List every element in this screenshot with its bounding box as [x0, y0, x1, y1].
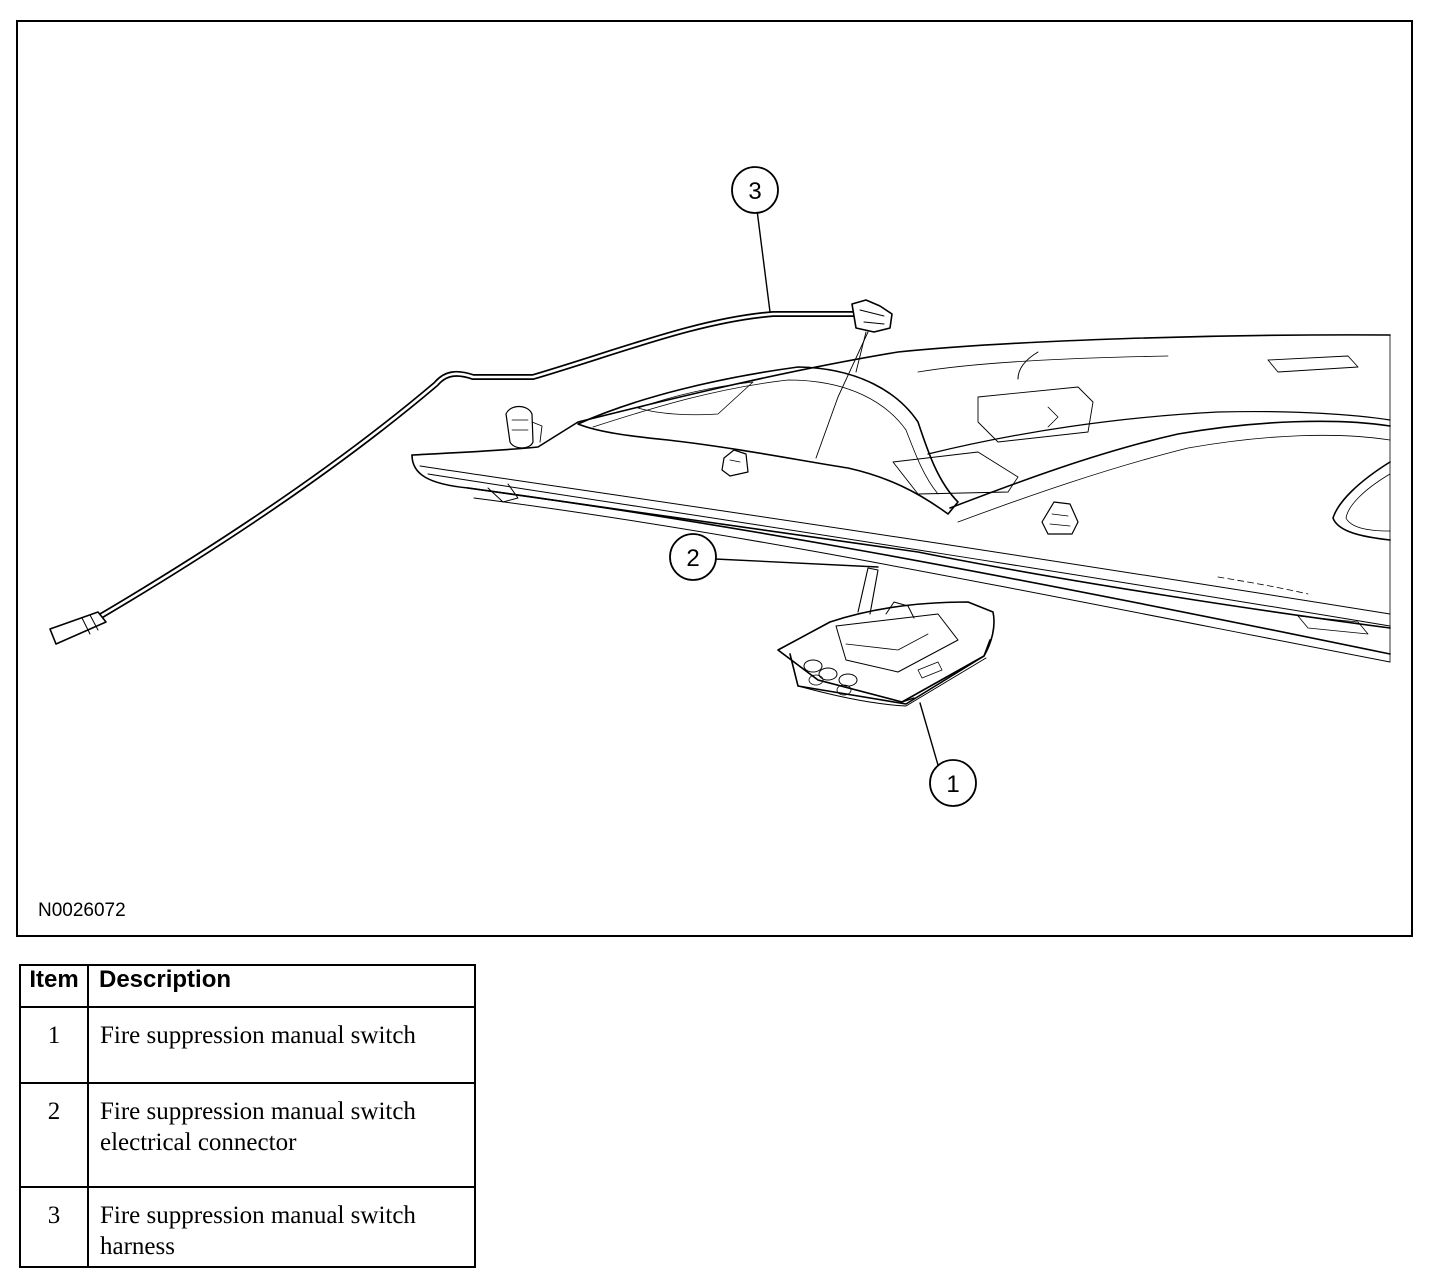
headliner-panel — [411, 334, 1391, 663]
legend-item-number: 3 — [19, 1186, 89, 1268]
legend-item-description: Fire suppression manual switch — [87, 1006, 476, 1084]
diagram-frame: 3 2 1 N0026072 — [16, 20, 1413, 937]
legend-item-description: Fire suppression manual switch harness — [87, 1186, 476, 1268]
legend-header-description: Description — [87, 964, 476, 1008]
headliner-diagram: 3 2 1 — [49, 166, 1391, 807]
switch-console — [777, 567, 995, 707]
legend-item-number: 1 — [19, 1006, 89, 1084]
table-row: 2 Fire suppression manual switch electri… — [19, 1082, 476, 1188]
callout-circle-1 — [929, 759, 977, 807]
retainer-clip-center — [721, 449, 749, 477]
legend-table: Item Description 1 Fire suppression manu… — [19, 964, 476, 1268]
legend-item-description: Fire suppression manual switch electrica… — [87, 1082, 476, 1188]
retainer-clip-right — [1041, 501, 1079, 535]
legend-item-number: 2 — [19, 1082, 89, 1188]
callout-circle-3 — [731, 166, 779, 214]
callout-label-1: 1 — [946, 771, 959, 798]
callout-leaders — [714, 209, 939, 766]
figure-id: N0026072 — [38, 900, 126, 921]
callout-label-2: 2 — [686, 545, 699, 572]
table-row: 3 Fire suppression manual switch harness — [19, 1186, 476, 1268]
routing-lines — [815, 331, 869, 459]
table-row: 1 Fire suppression manual switch — [19, 1006, 476, 1084]
legend-header-item: Item — [19, 964, 89, 1008]
legend-header-row: Item Description — [19, 964, 476, 1008]
callout-circle-2 — [669, 533, 717, 581]
callout-label-3: 3 — [748, 178, 761, 205]
switch-harness — [49, 299, 893, 645]
retainer-clip-left — [505, 405, 543, 449]
